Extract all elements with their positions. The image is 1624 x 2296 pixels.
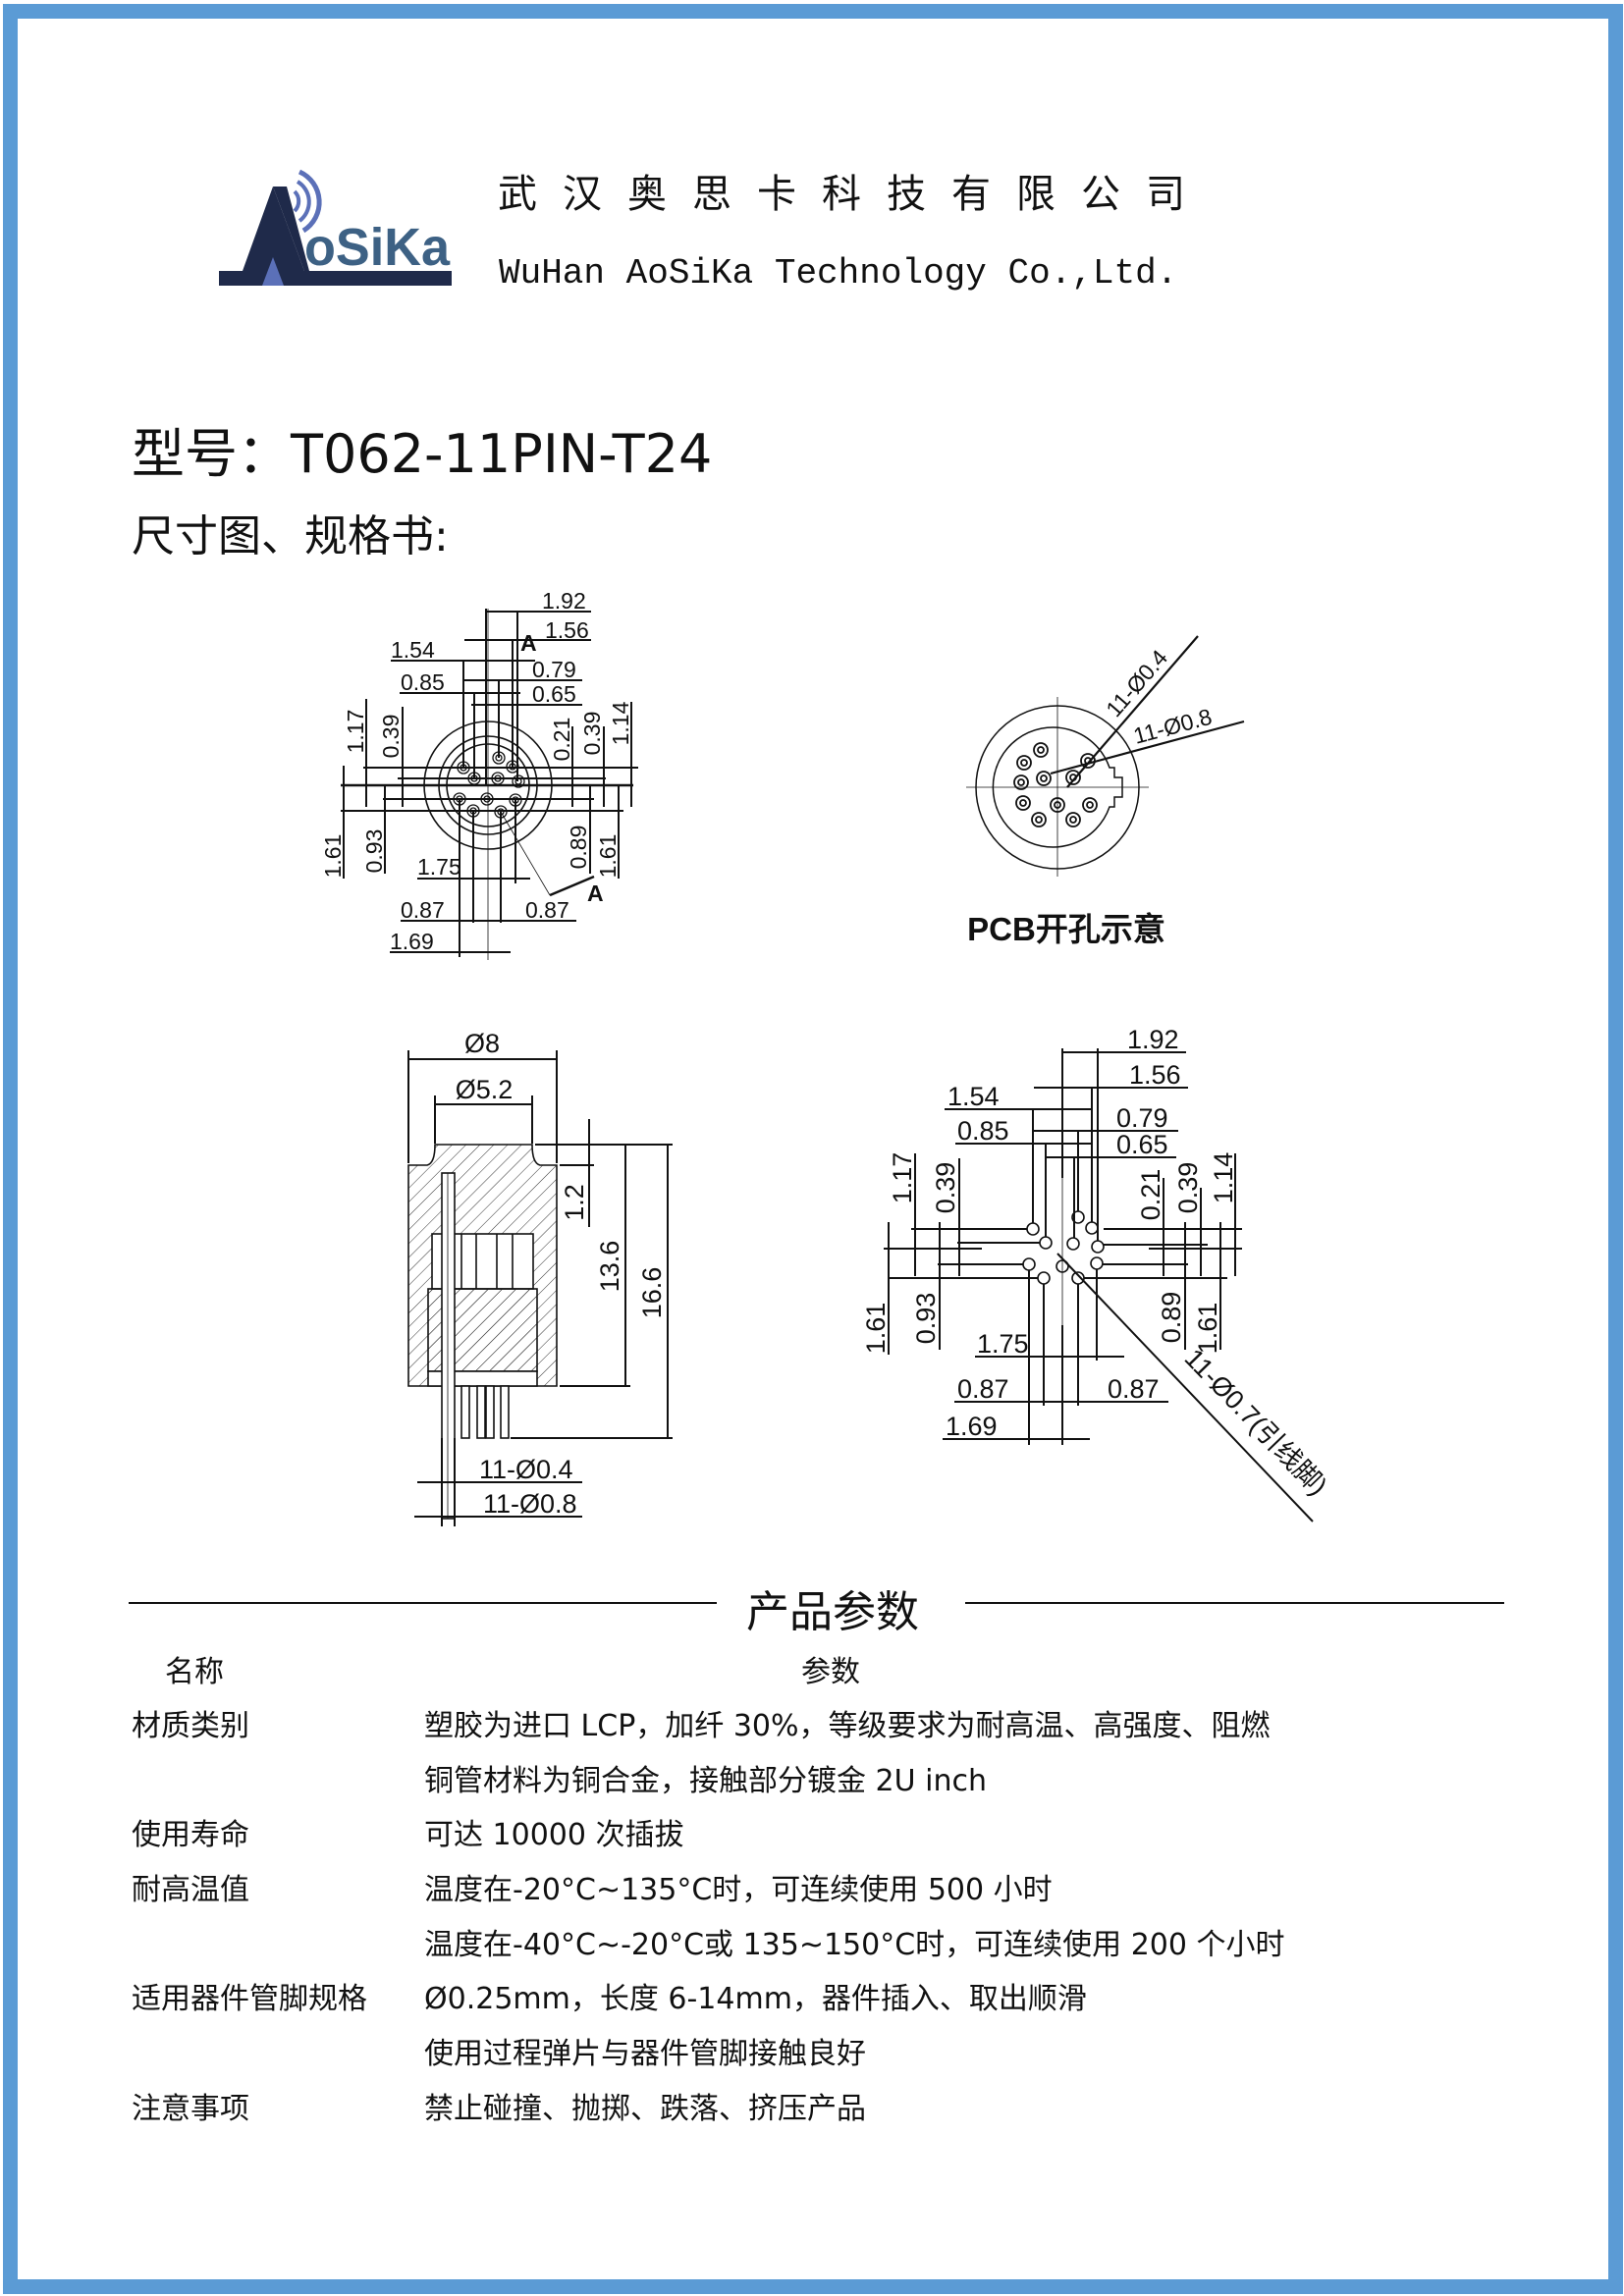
body-height-label: 13.6	[595, 1241, 624, 1293]
top-view-dimensions: 1.92 1.56 1.54 0.79 0.85 0.65 1.17 0.39 …	[320, 588, 633, 954]
dim-label: 1.69	[390, 929, 434, 954]
row-name: 注意事项	[132, 2092, 249, 2126]
row-value: Ø0.25mm，长度 6-14mm，器件插入、取出顺滑	[424, 1982, 1087, 2016]
drawing-subtitle: 尺寸图、规格书:	[132, 511, 449, 561]
inner-diameter-label: Ø5.2	[456, 1075, 514, 1104]
dim-label: 0.89	[566, 826, 591, 870]
row-value: 禁止碰撞、抛掷、跌落、挤压产品	[424, 2092, 866, 2126]
row-value: 使用过程弹片与器件管脚接触良好	[424, 2037, 866, 2071]
model-number: 型号：T062-11PIN-T24	[132, 423, 713, 485]
pin-large-label: 11-Ø0.8	[483, 1489, 577, 1519]
section-mark: A	[520, 630, 537, 656]
dim-label: 0.39	[1173, 1162, 1203, 1214]
logo-a-shape	[219, 187, 452, 286]
pcb-dimension-drawing	[884, 1048, 1314, 1522]
dim-label: 1.54	[947, 1082, 1000, 1111]
header-name: 名称	[165, 1655, 224, 1689]
dim-label: 1.61	[320, 834, 346, 879]
dim-label: 1.69	[946, 1412, 998, 1441]
company-name-en: WuHan AoSiKa Technology Co.,Ltd.	[499, 253, 1178, 294]
row-value: 铜管材料为铜合金，接触部分镀金 2U inch	[424, 1764, 987, 1798]
dim-label: 0.21	[549, 718, 574, 762]
dim-label: 0.87	[957, 1374, 1009, 1404]
dim-label: 0.87	[525, 897, 569, 923]
dim-label: 0.79	[1116, 1103, 1168, 1133]
page-border	[3, 4, 1623, 2294]
signal-waves-icon	[298, 169, 322, 234]
total-height-label: 16.6	[637, 1267, 667, 1319]
dim-label: 1.56	[1129, 1060, 1181, 1090]
dim-label: 0.85	[401, 669, 445, 695]
dim-label: 1.61	[595, 834, 621, 879]
step-height-label: 1.2	[560, 1184, 589, 1221]
dim-label: 0.39	[931, 1162, 960, 1214]
pcb-caption: PCB开孔示意	[967, 911, 1165, 947]
pin-small-label: 11-Ø0.4	[479, 1455, 573, 1484]
dim-label: 1.61	[1193, 1303, 1222, 1355]
top-view-drawing	[341, 609, 638, 960]
side-section-dimensions: Ø8 Ø5.2 1.2 13.6 16.6 11-Ø0.4 11-Ø0.8	[456, 1029, 667, 1519]
row-value: 可达 10000 次插拔	[424, 1818, 684, 1852]
dim-label: 0.87	[401, 897, 445, 923]
side-section-drawing	[407, 1050, 673, 1526]
dim-label: 1.75	[417, 854, 461, 880]
dim-label: 0.65	[1116, 1130, 1168, 1159]
dim-label: 0.93	[361, 829, 387, 874]
dim-label: 1.17	[888, 1152, 917, 1204]
row-value: 塑胶为进口 LCP，加纤 30%，等级要求为耐高温、高强度、阻燃	[424, 1709, 1271, 1743]
dim-label: 1.75	[977, 1329, 1029, 1359]
lead-hole-label: 11-Ø0.7(引线脚)	[1179, 1343, 1333, 1501]
dim-label: 1.14	[608, 701, 633, 745]
section-mark: A	[587, 881, 604, 906]
company-name-cn: 武汉奥思卡科技有限公司	[498, 172, 1211, 217]
hole-small-label: 11-Ø0.4	[1101, 645, 1172, 722]
dim-label: 1.92	[1127, 1025, 1179, 1054]
dim-label: 1.56	[545, 617, 589, 643]
dim-label: 1.17	[343, 710, 368, 754]
technical-drawings: 1.92 1.56 1.54 0.79 0.85 0.65 1.17 0.39 …	[320, 588, 1332, 1526]
row-name: 使用寿命	[132, 1818, 249, 1852]
dim-label: 1.61	[861, 1303, 891, 1355]
hole-large-label: 11-Ø0.8	[1131, 704, 1215, 749]
dim-label: 0.87	[1108, 1374, 1160, 1404]
row-value: 温度在-40°C~-20°C或 135~150°C时，可连续使用 200 个小时	[424, 1928, 1285, 1962]
dim-label: 0.39	[378, 715, 404, 759]
section-divider	[965, 1602, 1504, 1604]
row-value: 温度在-20°C~135°C时，可连续使用 500 小时	[424, 1873, 1053, 1907]
dim-label: 0.39	[579, 712, 605, 756]
dim-label: 0.21	[1136, 1169, 1165, 1221]
logo-a-inner	[262, 257, 284, 286]
logo-text: oSiKa	[304, 218, 451, 277]
header-value: 参数	[801, 1655, 860, 1689]
company-logo: oSiKa	[219, 169, 452, 286]
outer-diameter-label: Ø8	[464, 1029, 500, 1058]
row-name: 材质类别	[132, 1709, 249, 1743]
dim-label: 0.89	[1157, 1292, 1186, 1344]
dim-label: 1.92	[542, 588, 586, 614]
dim-label: 0.93	[911, 1293, 941, 1345]
params-title: 产品参数	[746, 1587, 919, 1637]
row-name: 适用器件管脚规格	[132, 1982, 367, 2016]
dim-label: 1.14	[1209, 1152, 1238, 1204]
dim-label: 0.65	[532, 681, 576, 707]
row-name: 耐高温值	[132, 1873, 249, 1907]
dim-label: 0.79	[532, 657, 576, 682]
pcb-hole-drawing	[966, 635, 1245, 877]
dim-label: 1.54	[391, 637, 435, 663]
pcb-dimension-labels: 1.92 1.56 1.54 0.79 0.85 0.65 1.17 0.39 …	[861, 1025, 1332, 1501]
dim-label: 0.85	[957, 1116, 1009, 1146]
section-divider	[129, 1602, 717, 1604]
